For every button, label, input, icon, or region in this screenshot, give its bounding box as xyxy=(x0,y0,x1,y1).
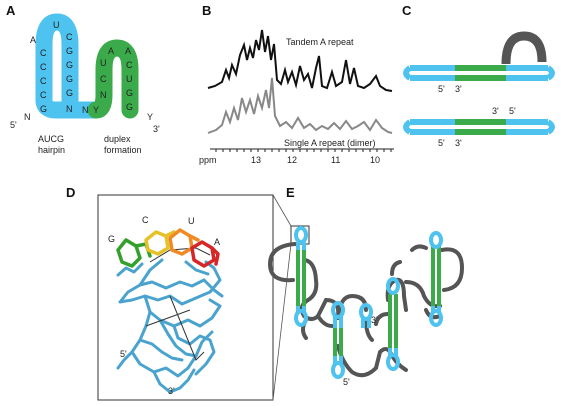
structure-backbone xyxy=(116,258,224,394)
nt-c2: C xyxy=(40,48,47,58)
residue-c xyxy=(144,230,176,256)
spectrum-tandem xyxy=(207,29,393,92)
nt-u3: U xyxy=(126,74,133,84)
nt-g5: G xyxy=(40,104,47,114)
nt-g1: G xyxy=(66,46,73,56)
top-right-cap xyxy=(546,65,555,81)
nt-c7: C xyxy=(100,74,107,84)
nt-g6: G xyxy=(126,88,133,98)
nt-y2: Y xyxy=(147,112,153,122)
duplex-arch xyxy=(87,39,139,119)
panel-a: A A U C G C C G G C C G G N N Y N U A A … xyxy=(6,3,160,155)
bot-right-cap xyxy=(546,119,555,135)
e-3prime: 3' xyxy=(371,315,378,325)
nt-a3: A xyxy=(125,46,131,56)
nt-a2: A xyxy=(108,46,114,56)
nt-c4: C xyxy=(40,76,47,86)
top-left-cap xyxy=(403,65,412,81)
nt-g2: G xyxy=(66,60,73,70)
nt-g3: G xyxy=(66,74,73,84)
hairpin-linker xyxy=(35,99,96,119)
label-single: Single A repeat (dimer) xyxy=(284,138,376,148)
panel-e: E xyxy=(267,185,465,387)
tick-13: 13 xyxy=(251,155,261,165)
residue-a xyxy=(190,240,220,268)
e-5prime: 5' xyxy=(343,377,350,387)
bot-left-cap xyxy=(403,119,412,135)
nt-n1: N xyxy=(66,104,73,114)
spectrum-single xyxy=(207,77,393,134)
duplex-label-2: formation xyxy=(104,145,142,155)
top-dark-loop xyxy=(501,31,547,65)
structure-3prime: 3' xyxy=(168,386,175,396)
panel-letter-a: A xyxy=(6,3,16,18)
nt-c5: C xyxy=(40,90,47,100)
label-u: U xyxy=(188,216,195,226)
zoom-line-bottom xyxy=(272,243,292,401)
label-tandem: Tandem A repeat xyxy=(286,37,354,47)
bot-5prime-right: 5' xyxy=(509,106,516,116)
panel-letter-d: D xyxy=(66,185,75,200)
nt-u1: U xyxy=(53,20,60,30)
tick-12: 12 xyxy=(287,155,297,165)
nt-c3: C xyxy=(40,62,47,72)
axis-ticks xyxy=(215,149,392,152)
axis-unit: ppm xyxy=(199,155,217,165)
panel-letter-c: C xyxy=(402,3,412,18)
bot-3prime-right: 3' xyxy=(492,106,499,116)
hairpin-loops xyxy=(294,226,443,379)
panel-d: D xyxy=(66,185,292,401)
zoom-line-top xyxy=(272,194,292,227)
label-c: C xyxy=(142,215,149,225)
hairpin-label-1: AUCG xyxy=(38,134,64,144)
bot-3prime-left: 3' xyxy=(455,138,462,148)
stem-segments xyxy=(296,246,441,358)
hairpin-5prime: 5' xyxy=(10,120,17,130)
nt-a1: A xyxy=(30,35,36,45)
nt-g7: G xyxy=(126,102,133,112)
top-5prime: 5' xyxy=(438,84,445,94)
nt-g4: G xyxy=(66,88,73,98)
nt-y1: Y xyxy=(93,105,99,115)
top-3prime: 3' xyxy=(455,84,462,94)
structure-frame xyxy=(97,194,274,401)
structure-5prime: 5' xyxy=(120,349,127,359)
hairpin-label-2: hairpin xyxy=(38,145,65,155)
label-a: A xyxy=(214,237,220,247)
label-g: G xyxy=(108,234,115,244)
bot-5prime-left: 5' xyxy=(438,138,445,148)
panel-letter-b: B xyxy=(202,3,211,18)
nt-u2: U xyxy=(100,58,107,68)
tick-10: 10 xyxy=(370,155,380,165)
nt-n3: N xyxy=(100,90,107,100)
duplex-label-1: duplex xyxy=(104,134,131,144)
hairpin-n-end: N xyxy=(24,112,31,122)
panel-letter-e: E xyxy=(286,185,295,200)
tick-11: 11 xyxy=(331,155,340,165)
structure-bonds xyxy=(145,247,211,361)
nt-n2: N xyxy=(82,105,89,115)
panel-c: C 5' 3' 3' 5' 5' 3' xyxy=(402,3,555,148)
nt-c6: C xyxy=(126,60,133,70)
nt-c1: C xyxy=(66,32,73,42)
panel-b: B Tandem A repeat Single A repeat (dimer… xyxy=(199,3,394,165)
hairpin-arch xyxy=(35,13,79,109)
duplex-3prime: 3' xyxy=(153,124,160,134)
